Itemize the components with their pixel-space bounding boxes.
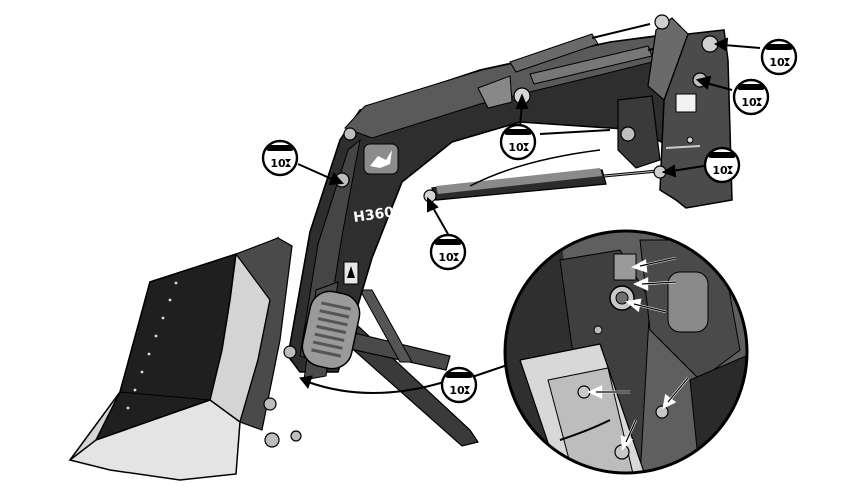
callout-leaders	[297, 37, 761, 235]
callout-interval-text: 10	[508, 141, 524, 154]
bucket	[68, 236, 293, 481]
grease-gun-icon	[737, 84, 765, 90]
grease-gun-icon	[434, 239, 462, 245]
hourglass-icon	[756, 98, 762, 106]
hourglass-icon	[453, 253, 459, 261]
callout-interval-text: 10	[741, 96, 757, 109]
grease-gun-icon	[445, 372, 473, 378]
curved-detail-arrow	[307, 381, 445, 394]
callout-interval-text: 10	[270, 157, 286, 170]
hourglass-icon	[784, 58, 790, 66]
grease-callout-right-lower-pivot: 10	[703, 146, 741, 184]
grease-callout-left-boom-pivot: 10	[261, 139, 299, 177]
step-pad	[301, 290, 361, 370]
brand-decal	[363, 143, 399, 175]
hourglass-icon	[727, 166, 733, 174]
lubrication-callouts: 10 10 10 10 10 10 10	[261, 38, 798, 404]
callout-interval-text: 10	[712, 164, 728, 177]
grease-callout-right-upper-pivot: 10	[732, 78, 770, 116]
grease-gun-icon	[266, 145, 294, 151]
detail-magnifier	[471, 229, 749, 475]
grease-gun-icon	[708, 152, 736, 158]
grease-callout-center-cylinder-pivot: 10	[499, 123, 537, 161]
grease-gun-icon	[504, 129, 532, 135]
callout-interval-text: 10	[438, 251, 454, 264]
grease-callout-bucket-linkage: 10	[440, 366, 478, 404]
grease-gun-icon	[765, 44, 793, 50]
callout-interval-text: 10	[449, 384, 465, 397]
hourglass-icon	[464, 386, 470, 394]
bucket-cylinder	[431, 129, 669, 201]
deer-logo-icon	[370, 150, 392, 168]
safety-decal	[343, 261, 359, 285]
hourglass-icon	[285, 159, 291, 167]
callout-interval-text: 10	[769, 56, 785, 69]
hourglass-icon	[523, 143, 529, 151]
bucket-rivets	[126, 281, 178, 410]
model-label: H360	[352, 204, 395, 226]
grease-callout-lower-cylinder-pivot: 10	[429, 233, 467, 271]
grease-callout-top-right-pivot: 10	[760, 38, 798, 76]
